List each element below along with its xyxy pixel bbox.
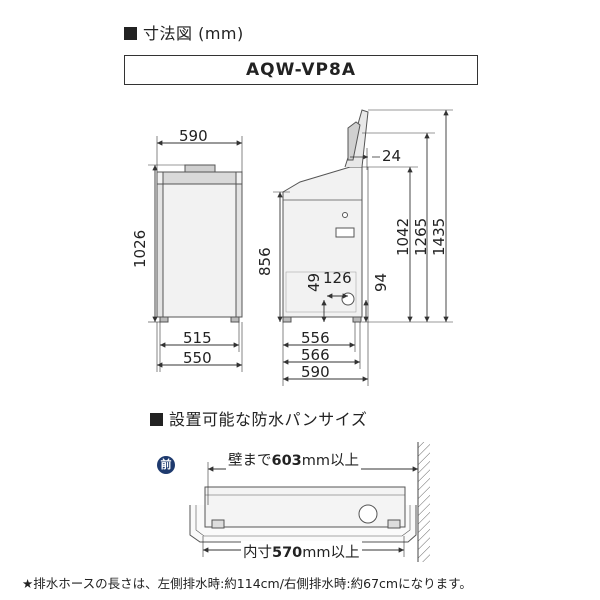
side-height-1042-label: 1042: [394, 217, 412, 256]
side-dist-94-label: 94: [372, 272, 390, 292]
wall-clearance-prefix: 壁まで: [228, 453, 272, 469]
waterproof-pan-drawing: [189, 442, 430, 562]
side-height-body-label: 856: [256, 247, 274, 276]
side-depth-566-label: 566: [301, 346, 330, 364]
square-bullet-icon: [124, 27, 137, 40]
pan-inner-prefix: 内寸: [243, 545, 272, 561]
wall-clearance-label: 壁まで603mm以上: [226, 449, 362, 470]
section-title-waterproof-pan: 設置可能な防水パンサイズ: [150, 406, 367, 430]
side-view-dimension-lines: [273, 109, 453, 386]
square-bullet-icon: [150, 413, 163, 426]
pan-inner-suffix: mm以上: [302, 545, 360, 561]
pan-inner-size-label: 内寸570mm以上: [241, 541, 362, 562]
side-dist-126-label: 126: [323, 269, 352, 287]
front-view-machine: [156, 164, 243, 323]
section-title-dimensions: 寸法図 (mm): [124, 20, 244, 44]
side-height-49-label: 49: [305, 272, 323, 292]
front-width-top-label: 590: [179, 127, 208, 145]
side-view-machine: [282, 109, 369, 323]
front-view-dimension-lines: [148, 136, 243, 372]
side-height-1435-label: 1435: [430, 217, 448, 256]
front-width-bottom-label: 550: [183, 349, 212, 367]
side-height-1265-label: 1265: [412, 217, 430, 256]
front-badge: 前: [157, 456, 175, 474]
model-name-box: AQW-VP8A: [124, 55, 478, 85]
model-name: AQW-VP8A: [245, 60, 357, 80]
front-height-label: 1026: [131, 229, 149, 268]
wall-clearance-suffix: mm以上: [301, 453, 360, 469]
front-width-inner-label: 515: [183, 329, 212, 347]
drain-hose-footnote: ★排水ホースの長さは、左側排水時:約114cm/右側排水時:約67cmになります…: [22, 576, 472, 591]
side-depth-556-label: 556: [301, 329, 330, 347]
side-depth-top-label: 24: [382, 147, 402, 165]
pan-inner-value: 570: [272, 545, 303, 561]
wall-clearance-value: 603: [271, 453, 302, 469]
side-depth-590-label: 590: [301, 363, 330, 381]
